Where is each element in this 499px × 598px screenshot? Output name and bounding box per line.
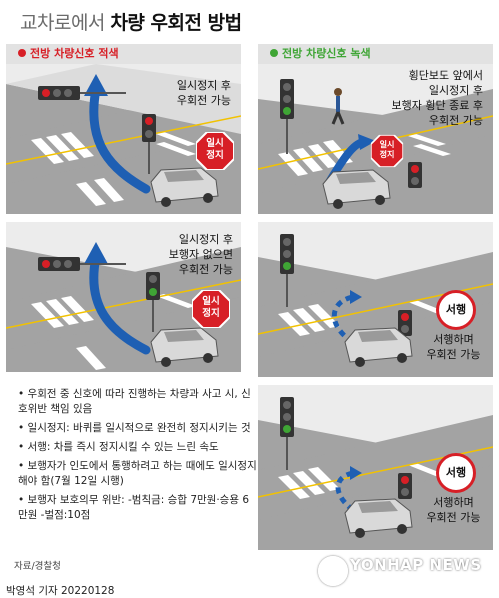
- right-header: 전방 차량신호 녹색: [258, 44, 493, 64]
- note-text: 보행자가 인도에서 통행하려고 하는 때에도 일시정지 해야 함(7월 12일 …: [18, 460, 257, 487]
- stop-sign-text: 정지: [379, 150, 395, 160]
- intersection-scene-4: [258, 234, 493, 377]
- panel-red-signal-2: 일시정지 후 보행자 없으면 우회전 가능 일시 정지: [6, 222, 241, 372]
- panel2-note-line: 보행자 없으면: [168, 248, 233, 261]
- list-item: • 서행: 차를 즉시 정지시킬 수 있는 느린 속도: [18, 441, 219, 453]
- source-credit: 자료/경찰청: [14, 561, 61, 572]
- left-header-label: 전방 차량신호 적색: [30, 47, 119, 60]
- watermark: YONHAP NEWS: [350, 556, 482, 574]
- panel5-note-line: 우회전 가능: [426, 511, 481, 524]
- left-header: 전방 차량신호 적색: [6, 44, 241, 64]
- list-item: • 보행자 보호의무 위반: -범칙금: 승합 7만원·승용 6만원 -벌점:1…: [18, 494, 249, 521]
- note-text: 보행자 보호의무 위반: -범칙금: 승합 7만원·승용 6만원 -벌점:10점: [18, 494, 249, 521]
- stop-sign: 일시 정지: [370, 134, 405, 169]
- stop-sign-text: 정지: [206, 150, 224, 161]
- stop-sign-text: 일시: [379, 139, 395, 150]
- byline: 박영석 기자 20220128: [6, 585, 115, 597]
- panel5-note-line: 서행하며: [433, 496, 474, 509]
- list-item: • 일시정지: 바퀴를 일시적으로 완전히 정지시키는 것: [18, 422, 251, 434]
- slow-sign: 서행: [436, 290, 476, 330]
- panel2-note: 일시정지 후 보행자 없으면 우회전 가능: [169, 232, 233, 277]
- panel2-note-line: 우회전 가능: [178, 263, 233, 276]
- red-dot-icon: [18, 49, 26, 57]
- panel1-note-line: 일시정지 후: [176, 79, 231, 92]
- panel-green-signal-1: 횡단보도 앞에서 일시정지 후 보행자 횡단 종료 후 우회전 가능 일시 정지…: [258, 44, 493, 214]
- right-header-label: 전방 차량신호 녹색: [282, 47, 371, 60]
- notes-list: • 우회전 중 신호에 따라 진행하는 차량과 사고 시, 신호위반 책임 있음…: [18, 387, 258, 527]
- panel3-note-line: 횡단보도 앞에서: [408, 69, 483, 82]
- panel-red-signal-1: 일시정지 후 우회전 가능 일시 정지 전방 차량신호 적색: [6, 44, 241, 214]
- stop-sign-text: 일시: [202, 296, 220, 307]
- panel5-note: 서행하며 우회전 가능: [416, 495, 491, 525]
- stop-sign-text: 정지: [202, 308, 220, 319]
- stop-sign: 일시 정지: [195, 131, 235, 171]
- list-item: • 우회전 중 신호에 따라 진행하는 차량과 사고 시, 신호위반 책임 있음: [18, 388, 251, 415]
- panel4-note-line: 우회전 가능: [426, 348, 481, 361]
- stop-sign-text: 일시: [206, 138, 224, 149]
- panel3-note: 횡단보도 앞에서 일시정지 후 보행자 횡단 종료 후 우회전 가능: [392, 68, 483, 128]
- stop-sign: 일시 정지: [191, 289, 231, 329]
- intersection-scene-5: [258, 397, 493, 550]
- page-title: 교차로에서 차량 우회전 방법: [20, 8, 242, 35]
- panel3-note-line: 우회전 가능: [428, 114, 483, 127]
- panel-green-signal-3: 서행 서행하며 우회전 가능: [258, 385, 493, 550]
- intersection-scene-1: [6, 64, 241, 214]
- note-text: 서행: 차를 즉시 정지시킬 수 있는 느린 속도: [27, 441, 219, 453]
- list-item: • 보행자가 인도에서 통행하려고 하는 때에도 일시정지 해야 함(7월 12…: [18, 460, 257, 487]
- panel2-note-line: 일시정지 후: [178, 233, 233, 246]
- title-light: 교차로에서: [20, 12, 105, 34]
- panel1-note: 일시정지 후 우회전 가능: [177, 78, 231, 108]
- green-dot-icon: [270, 49, 278, 57]
- panel1-note-line: 우회전 가능: [176, 94, 231, 107]
- panel4-note: 서행하며 우회전 가능: [416, 332, 491, 362]
- intersection-scene-2: [6, 242, 241, 372]
- title-bold: 차량 우회전 방법: [110, 12, 242, 34]
- watermark-logo-icon: [318, 556, 348, 586]
- note-text: 일시정지: 바퀴를 일시적으로 완전히 정지시키는 것: [27, 422, 251, 434]
- panel4-note-line: 서행하며: [433, 333, 474, 346]
- panel3-note-line: 보행자 횡단 종료 후: [391, 99, 483, 112]
- panel-green-signal-2: 서행 서행하며 우회전 가능: [258, 222, 493, 377]
- note-text: 우회전 중 신호에 따라 진행하는 차량과 사고 시, 신호위반 책임 있음: [18, 388, 251, 415]
- slow-sign: 서행: [436, 453, 476, 493]
- panel3-note-line: 일시정지 후: [428, 84, 483, 97]
